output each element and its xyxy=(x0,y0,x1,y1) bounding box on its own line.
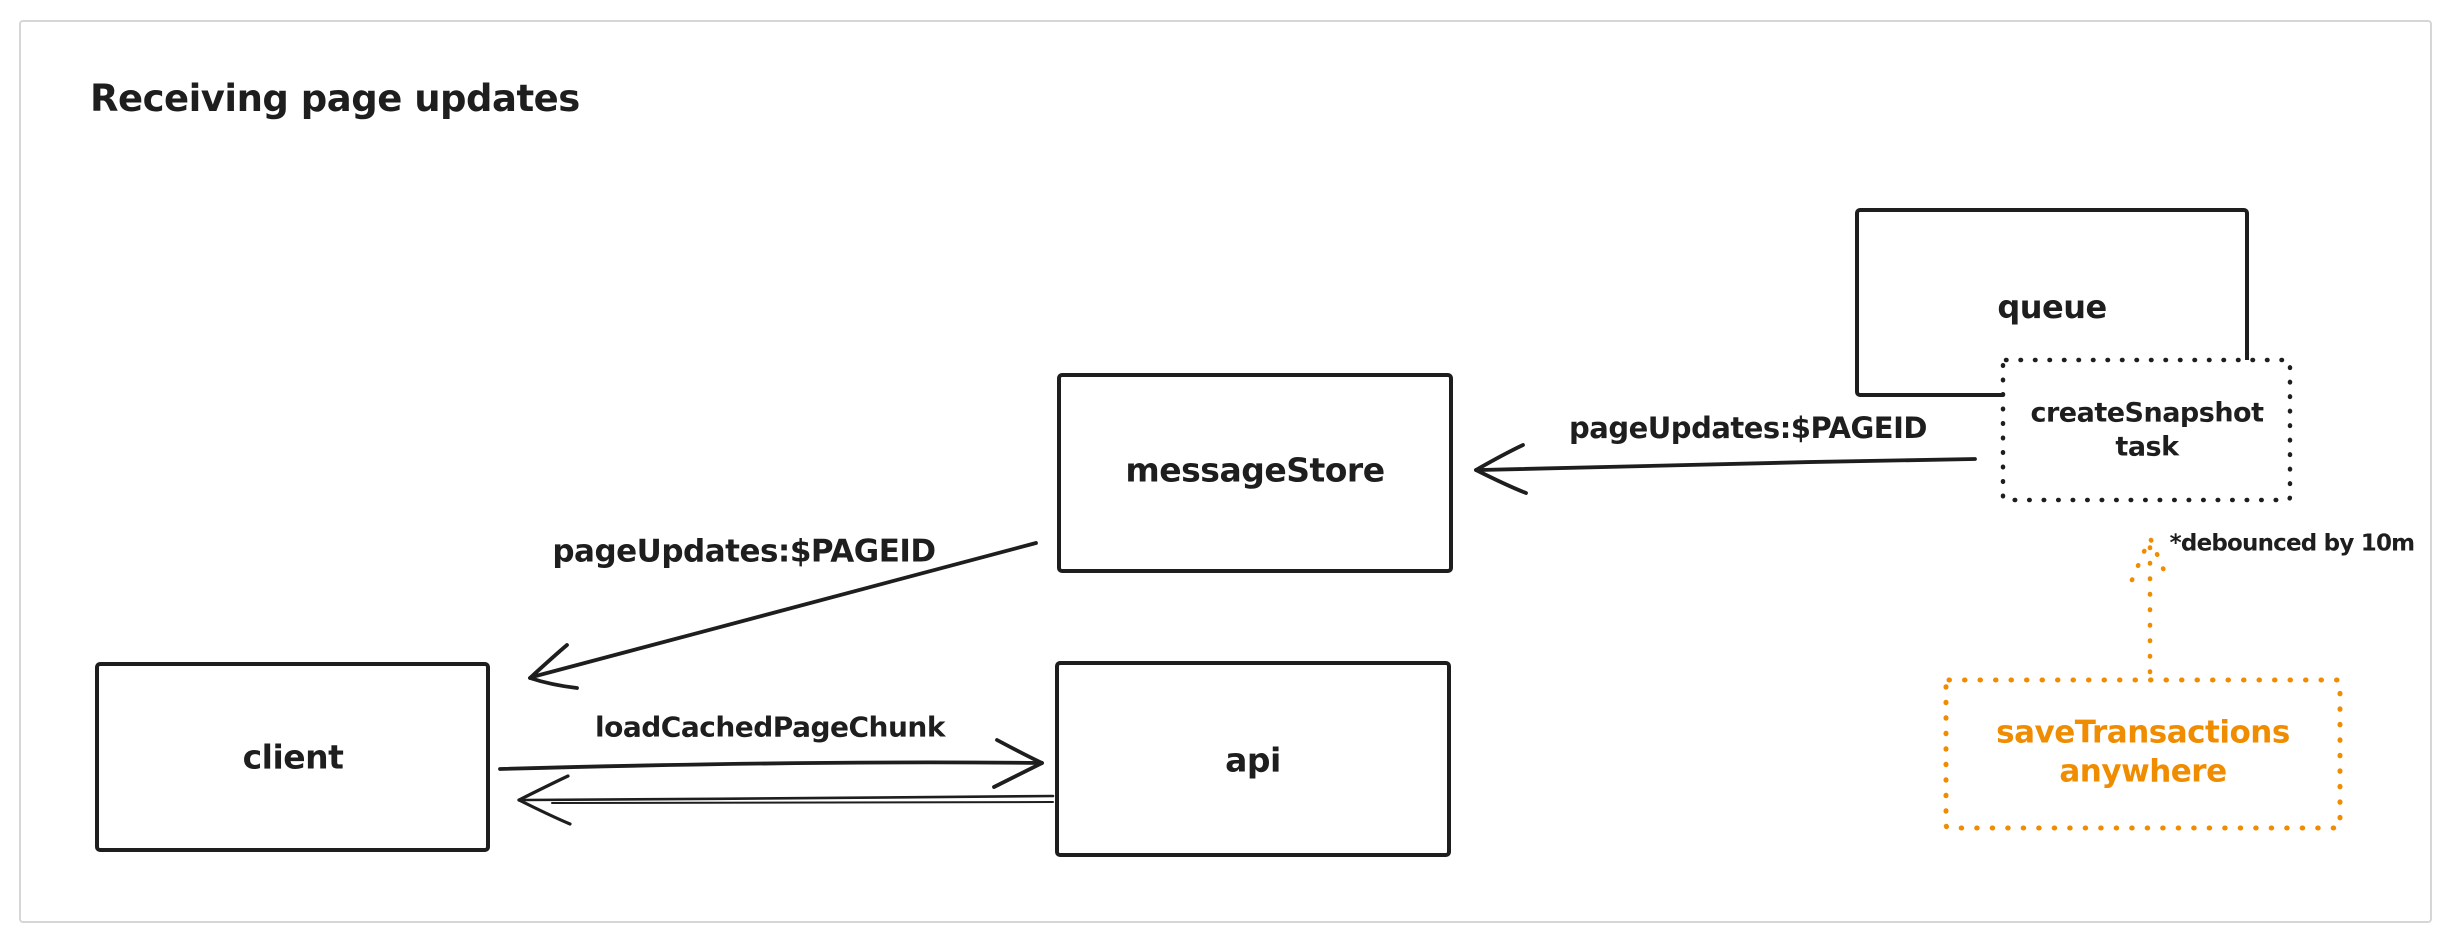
arrow-head xyxy=(517,774,570,802)
save-transactions-label-line2: anywhere xyxy=(2059,753,2227,789)
save-transactions-label[interactable]: saveTransactions anywhere xyxy=(1996,713,2290,791)
create-snapshot-task-box[interactable] xyxy=(2000,357,2293,503)
queue-label[interactable]: queue xyxy=(1997,288,2107,326)
arrow-head xyxy=(1474,468,1528,495)
arrow-api-to-client[interactable] xyxy=(517,774,1055,826)
arrow-head xyxy=(528,676,579,690)
arrow-head xyxy=(2129,537,2152,583)
create-snapshot-task-label-line2: task xyxy=(2115,431,2179,462)
arrow-head xyxy=(517,798,572,826)
arrow-head xyxy=(995,738,1044,765)
debounce-note[interactable]: *debounced by 10m xyxy=(2169,530,2415,557)
edge-label-client-to-api[interactable]: loadCachedPageChunk xyxy=(595,710,945,744)
arrow-line xyxy=(551,801,1054,804)
arrow-line xyxy=(522,794,1055,802)
client-label[interactable]: client xyxy=(242,737,344,777)
arrow-head xyxy=(1474,443,1525,472)
diagram-title[interactable]: Receiving page updates xyxy=(90,77,580,120)
create-snapshot-task-label[interactable]: createSnapshot task xyxy=(2030,396,2264,464)
edge-label-snapshot-to-message-store[interactable]: pageUpdates:$PAGEID xyxy=(1569,410,1927,445)
client-box[interactable] xyxy=(95,662,490,852)
edge-label-message-store-to-client[interactable]: pageUpdates:$PAGEID xyxy=(552,533,936,570)
arrow-line xyxy=(530,541,1038,679)
save-transactions-box[interactable] xyxy=(1943,677,2343,831)
arrow-snapshot-to-message-store[interactable] xyxy=(1474,443,1977,495)
create-snapshot-task-label-line1: createSnapshot xyxy=(2030,397,2264,429)
arrow-head xyxy=(528,643,569,680)
arrow-client-to-api[interactable] xyxy=(498,738,1044,789)
arrow-head xyxy=(992,761,1044,789)
arrow-head xyxy=(2148,537,2171,583)
arrow-line xyxy=(1478,457,1977,472)
save-transactions-label-line1: saveTransactions xyxy=(1996,714,2290,751)
message-store-box[interactable] xyxy=(1057,373,1453,573)
arrow-save-transactions-to-snapshot[interactable] xyxy=(2129,537,2171,675)
api-label[interactable]: api xyxy=(1225,740,1281,780)
api-box[interactable] xyxy=(1055,661,1451,857)
message-store-label[interactable]: messageStore xyxy=(1125,450,1385,490)
arrow-message-store-to-client[interactable] xyxy=(528,541,1038,690)
arrow-line xyxy=(498,760,1042,771)
